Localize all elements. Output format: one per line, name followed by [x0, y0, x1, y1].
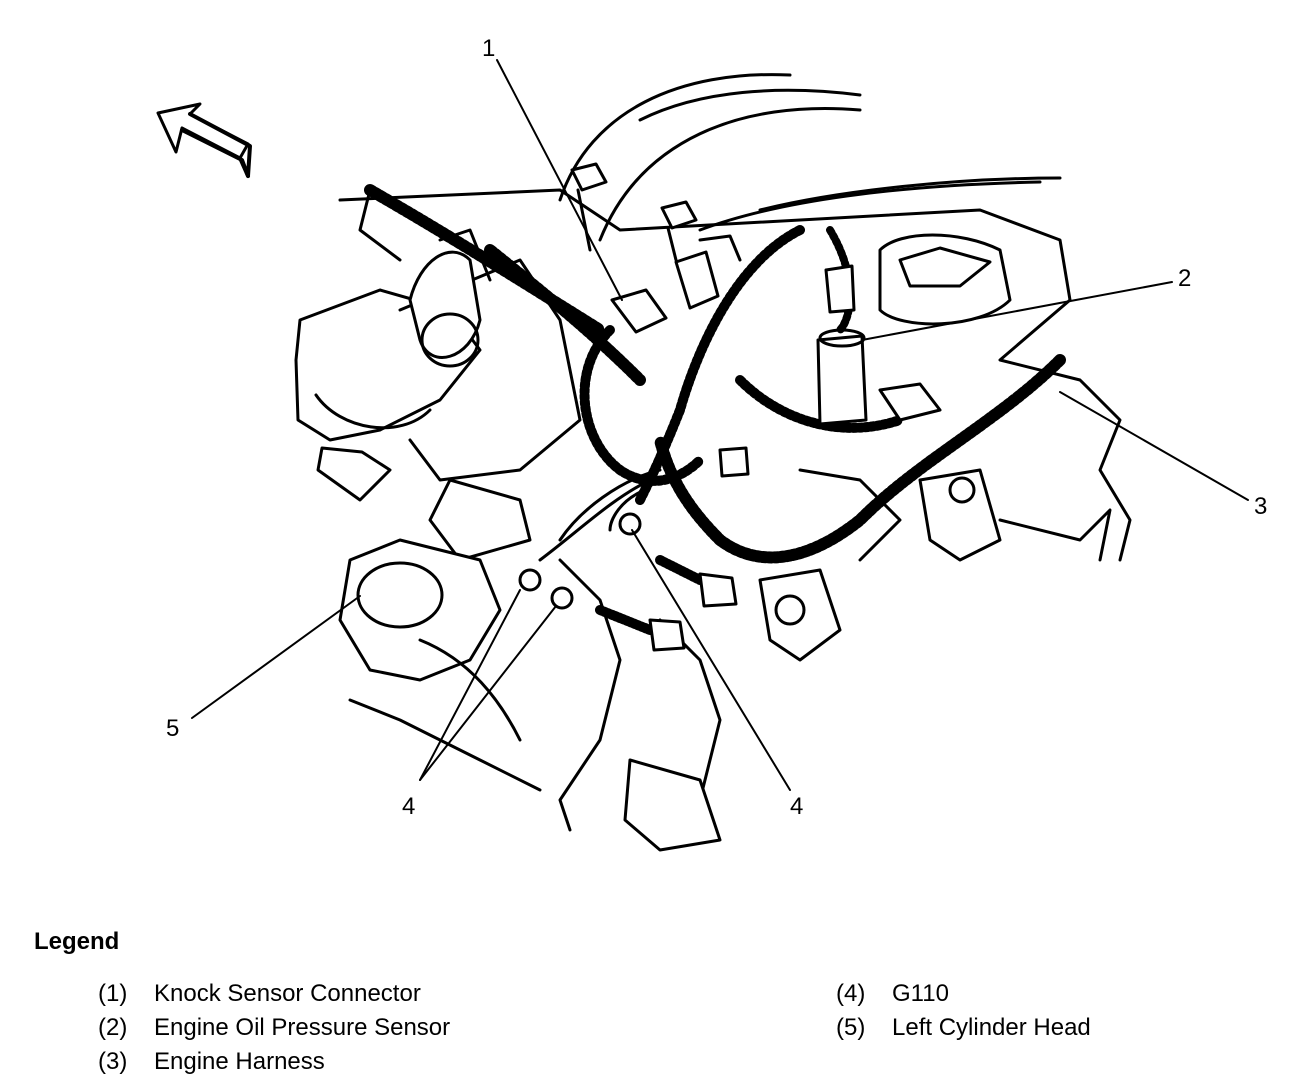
- legend-item-number: (1): [98, 980, 128, 1007]
- engine-wiring-diagram: 1 2 3 4 4 5: [156, 35, 1267, 852]
- legend-item-label: Left Cylinder Head: [892, 1014, 1091, 1041]
- legend-item-2: (2) Engine Oil Pressure Sensor: [98, 1014, 450, 1042]
- mounting-bolts: [570, 162, 698, 262]
- ground-g110: [518, 446, 750, 652]
- knock-sensor-connector: [610, 234, 742, 334]
- legend-title: Legend: [34, 928, 120, 955]
- legend-item-1: (1) Knock Sensor Connector: [98, 980, 421, 1008]
- callout-4-left: 4: [402, 793, 415, 820]
- callout-1: 1: [482, 35, 495, 62]
- legend-item-3: (3) Engine Harness: [98, 1048, 325, 1076]
- legend-item-label: Engine Harness: [154, 1048, 325, 1075]
- callout-4-right: 4: [790, 793, 803, 820]
- engine-upper-hoses: [558, 73, 1062, 242]
- legend-item-label: Knock Sensor Connector: [154, 980, 421, 1007]
- leader-lines: [191, 59, 1249, 791]
- legend-item-number: (2): [98, 1014, 128, 1041]
- oil-pressure-sensor: [816, 264, 868, 426]
- callout-3: 3: [1254, 493, 1267, 520]
- legend-item-number: (5): [836, 1014, 866, 1041]
- sensor-right: [878, 233, 1012, 422]
- legend-item-5: (5) Left Cylinder Head: [836, 1014, 1091, 1042]
- legend-item-label: G110: [892, 980, 949, 1007]
- callout-5: 5: [166, 715, 179, 742]
- engine-block: [294, 188, 1132, 852]
- legend-item-number: (4): [836, 980, 866, 1007]
- legend-item-4: (4) G110: [836, 980, 949, 1008]
- direction-arrow-icon: [156, 102, 252, 178]
- legend-item-label: Engine Oil Pressure Sensor: [154, 1014, 451, 1041]
- callout-2: 2: [1178, 265, 1191, 292]
- engine-harness: [579, 225, 1066, 564]
- harness-conduit-left: [364, 184, 646, 386]
- legend-item-number: (3): [98, 1048, 128, 1075]
